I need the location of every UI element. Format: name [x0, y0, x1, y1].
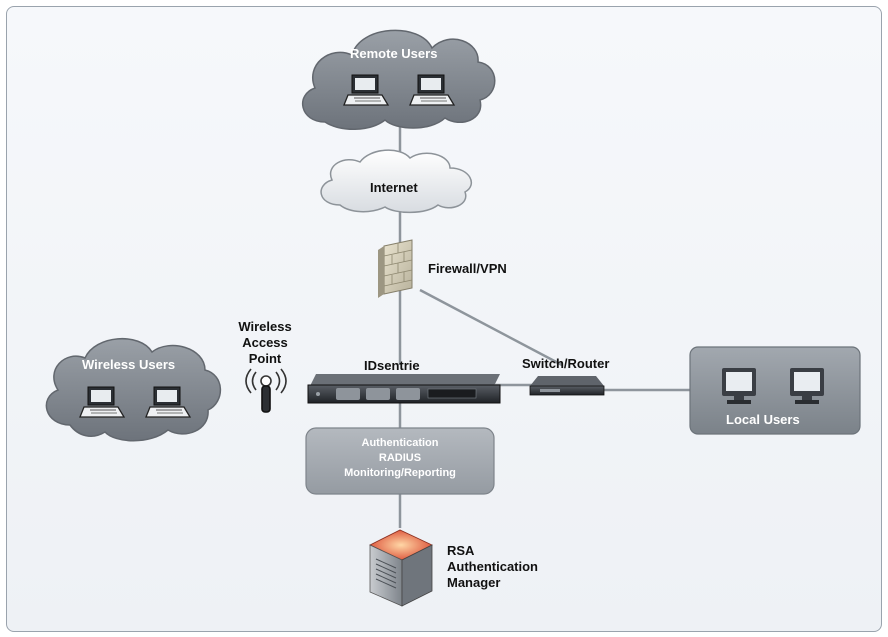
remote-users-cloud-icon — [301, 29, 496, 130]
switch-router-label: Switch/Router — [522, 356, 610, 371]
antenna-icon — [245, 368, 287, 413]
idsentrie-label: IDsentrie — [364, 358, 420, 373]
rsa-line-1: RSA — [447, 543, 475, 558]
wireless-users-cloud-icon — [45, 338, 222, 442]
wireless-ap-line-2: Access — [242, 335, 288, 350]
local-users-panel — [689, 346, 861, 435]
switch-router-icon — [529, 376, 605, 396]
rsa-label: RSA Authentication Manager — [447, 543, 538, 591]
wireless-ap-line-1: Wireless — [238, 319, 292, 334]
services-line-3: Monitoring/Reporting — [344, 467, 456, 479]
wireless-ap-label: Wireless Access Point — [226, 319, 304, 367]
services-box — [305, 427, 495, 495]
wireless-users-label: Wireless Users — [82, 357, 176, 372]
firewall-label: Firewall/VPN — [428, 261, 507, 276]
local-users-label: Local Users — [726, 412, 800, 427]
rsa-line-2: Authentication — [447, 559, 538, 574]
services-line-1: Authentication — [361, 437, 439, 449]
remote-users-label: Remote Users — [350, 46, 438, 61]
idsentrie-appliance-icon — [307, 374, 501, 404]
rsa-server-icon — [369, 529, 433, 607]
rsa-line-3: Manager — [447, 575, 501, 590]
services-line-2: RADIUS — [378, 452, 422, 464]
firewall-icon — [378, 239, 413, 298]
internet-label: Internet — [370, 180, 418, 195]
internet-cloud-icon — [320, 149, 472, 214]
services-label: Authentication RADIUS Monitoring/Reporti… — [306, 436, 494, 481]
wireless-ap-line-3: Point — [248, 351, 282, 366]
